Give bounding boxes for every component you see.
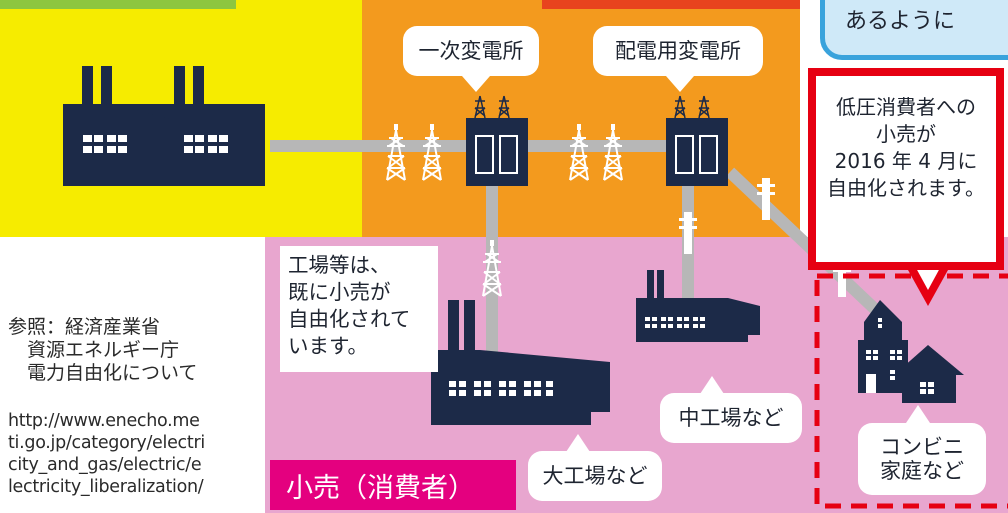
medium-factory-icon: [636, 270, 760, 342]
cloud-bubble: あるように: [820, 0, 1008, 60]
power-plant-icon: [63, 66, 265, 186]
primary-substation-label: 一次変電所: [403, 26, 539, 76]
cloud-text: あるように: [845, 9, 956, 34]
convenience-home-label: コンビニ 家庭など: [858, 423, 986, 495]
reference-url-line-4[interactable]: lectricity_liberalization/: [8, 477, 204, 497]
reference-line-1: 参照：経済産業省: [8, 316, 161, 338]
distribution-substation-label: 配電用変電所: [593, 26, 763, 76]
large-factory-label: 大工場など: [528, 451, 662, 501]
power-lines: [270, 140, 883, 352]
large-factory-label-tail: [566, 434, 590, 452]
reference-url-line-2[interactable]: ti.go.jp/category/electri: [8, 433, 205, 453]
primary-substation-label-tail: [462, 76, 490, 92]
top-red-tab: [542, 0, 800, 9]
convenience-home-label-tail: [906, 405, 930, 423]
low-voltage-region: [814, 273, 1008, 509]
distribution-substation-icon: [666, 95, 728, 186]
distribution-substation-label-tail: [666, 76, 694, 92]
reference-line-2: 資源エネルギー庁: [8, 339, 180, 361]
house-icon: [858, 300, 964, 403]
retail-consumer-label: 小売（消費者）: [270, 460, 516, 510]
factories-note: 工場等は、 既に小売が 自由化されて います。: [280, 246, 438, 372]
medium-factory-label-tail: [700, 376, 724, 394]
liberalization-callout: 低圧消費者への 小売が 2016 年 4 月に 自由化されます。: [808, 68, 1004, 270]
primary-substation-icon: [466, 95, 528, 186]
reference-url-line-3[interactable]: city_and_gas/electric/e: [8, 455, 202, 475]
large-factory-icon: [431, 300, 610, 425]
reference-url-line-1[interactable]: http://www.enecho.me: [8, 411, 200, 431]
reference-line-3: 電力自由化について: [8, 362, 198, 384]
medium-factory-label: 中工場など: [660, 393, 802, 443]
top-green-tab: [0, 0, 236, 9]
